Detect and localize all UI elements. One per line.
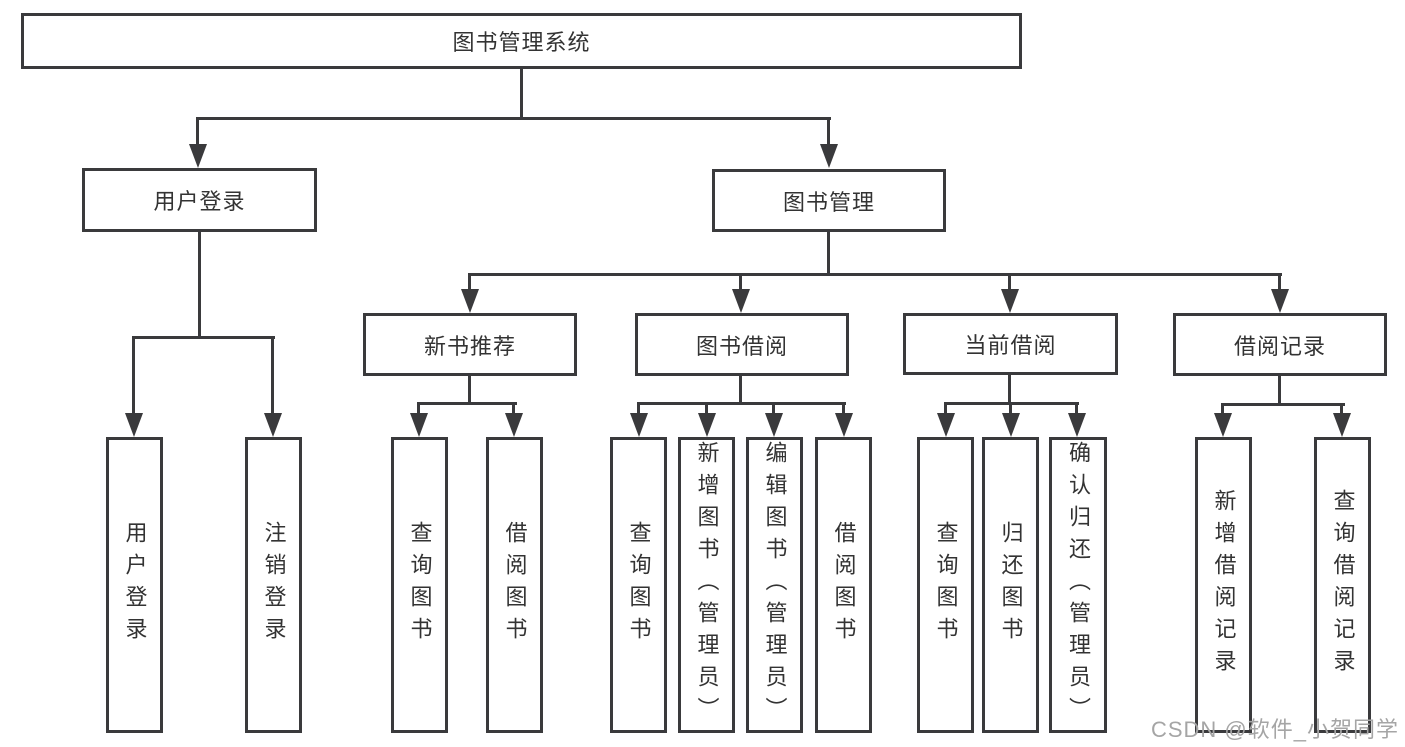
connector-stem	[198, 230, 201, 338]
node-label: 编辑图书（管理员）	[762, 441, 788, 729]
node-label: 归还图书	[998, 521, 1024, 649]
arrow-down-icon	[630, 413, 648, 437]
arrow-down-icon	[732, 289, 750, 313]
arrow-down-icon	[698, 413, 716, 437]
connector-branch-line	[1221, 403, 1345, 406]
leaf-edit-books-admin: 编辑图书（管理员）	[746, 437, 803, 733]
connector-drop	[1009, 402, 1012, 416]
node-label: 查询图书	[626, 521, 652, 649]
leaf-search-borrow-record: 查询借阅记录	[1314, 437, 1371, 733]
leaf-add-borrow-record: 新增借阅记录	[1195, 437, 1252, 733]
leaf-logout: 注销登录	[245, 437, 302, 733]
arrow-down-icon	[820, 144, 838, 168]
connector-branch-line	[468, 273, 1282, 276]
node-label: 确认归还（管理员）	[1066, 441, 1091, 729]
leaf-search-books-borrowing: 查询图书	[610, 437, 667, 733]
connector-drop	[196, 117, 199, 147]
connector-drop	[827, 117, 830, 147]
connector-stem	[520, 66, 523, 119]
connector-drop	[705, 402, 708, 416]
node-label: 新增图书（管理员）	[694, 441, 720, 729]
connector-branch-line	[417, 402, 517, 405]
node-label: 借阅图书	[502, 521, 528, 649]
arrow-down-icon	[505, 413, 523, 437]
node-borrowing-records: 借阅记录	[1173, 313, 1387, 376]
connector-branch-line	[637, 402, 846, 405]
node-book-management: 图书管理	[712, 169, 946, 232]
node-label: 查询图书	[933, 521, 959, 649]
connector-drop	[842, 402, 845, 416]
arrow-down-icon	[1002, 413, 1020, 437]
arrow-down-icon	[937, 413, 955, 437]
node-label: 查询借阅记录	[1330, 489, 1356, 681]
arrow-down-icon	[461, 289, 479, 313]
connector-drop	[1008, 273, 1011, 293]
connector-stem	[739, 374, 742, 405]
connector-branch-line	[132, 336, 275, 339]
connector-drop	[512, 402, 515, 416]
node-label: 图书借阅	[695, 333, 788, 359]
node-label: 注销登录	[261, 521, 287, 649]
node-label: 当前借阅	[964, 333, 1057, 358]
leaf-search-books-current: 查询图书	[917, 437, 974, 733]
node-label: 新增借阅记录	[1211, 489, 1237, 681]
leaf-confirm-return-admin: 确认归还（管理员）	[1049, 437, 1107, 733]
leaf-add-books-admin: 新增图书（管理员）	[678, 437, 735, 733]
connector-drop	[271, 336, 274, 415]
leaf-borrow-books: 借阅图书	[815, 437, 872, 733]
connector-drop	[1340, 403, 1343, 416]
connector-drop	[1278, 273, 1281, 293]
node-user-login: 用户登录	[82, 168, 317, 232]
connector-stem	[1278, 374, 1281, 406]
node-label: 用户登录	[153, 189, 246, 214]
connector-drop	[417, 402, 420, 416]
connector-branch-line	[197, 117, 831, 120]
leaf-user-login: 用户登录	[106, 437, 163, 733]
arrow-down-icon	[1271, 289, 1289, 313]
leaf-borrow-books-recommend: 借阅图书	[486, 437, 543, 733]
arrow-down-icon	[1068, 413, 1086, 437]
node-label: 借阅记录	[1233, 333, 1326, 359]
node-label: 借阅图书	[831, 521, 857, 649]
arrow-down-icon	[125, 413, 143, 437]
connector-stem	[827, 230, 830, 275]
node-label: 用户登录	[122, 521, 148, 649]
node-current-borrowing: 当前借阅	[903, 313, 1118, 375]
arrow-down-icon	[765, 413, 783, 437]
node-label: 查询图书	[407, 521, 433, 649]
connector-drop	[1075, 402, 1078, 416]
csdn-watermark: CSDN @软件_小贺同学	[1150, 717, 1399, 742]
leaf-search-books-recommend: 查询图书	[391, 437, 448, 733]
node-new-book-recommendation: 新书推荐	[363, 313, 577, 376]
connector-stem	[468, 374, 471, 405]
connector-drop	[468, 273, 471, 293]
arrow-down-icon	[264, 413, 282, 437]
connector-drop	[637, 402, 640, 416]
connector-drop	[739, 273, 742, 293]
connector-stem	[1008, 373, 1011, 405]
node-label: 图书管理	[782, 189, 875, 215]
arrow-down-icon	[1214, 413, 1232, 437]
node-book-borrowing: 图书借阅	[635, 313, 849, 376]
connector-drop	[944, 402, 947, 416]
arrow-down-icon	[1333, 413, 1351, 437]
arrow-down-icon	[835, 413, 853, 437]
node-library-management-system: 图书管理系统	[21, 13, 1022, 69]
leaf-return-books: 归还图书	[982, 437, 1039, 733]
node-label: 图书管理系统	[452, 30, 591, 55]
arrow-down-icon	[189, 144, 207, 168]
node-label: 新书推荐	[423, 333, 516, 359]
connector-drop	[772, 402, 775, 416]
arrow-down-icon	[1001, 289, 1019, 313]
connector-drop	[1221, 403, 1224, 416]
arrow-down-icon	[410, 413, 428, 437]
connector-drop	[132, 336, 135, 415]
